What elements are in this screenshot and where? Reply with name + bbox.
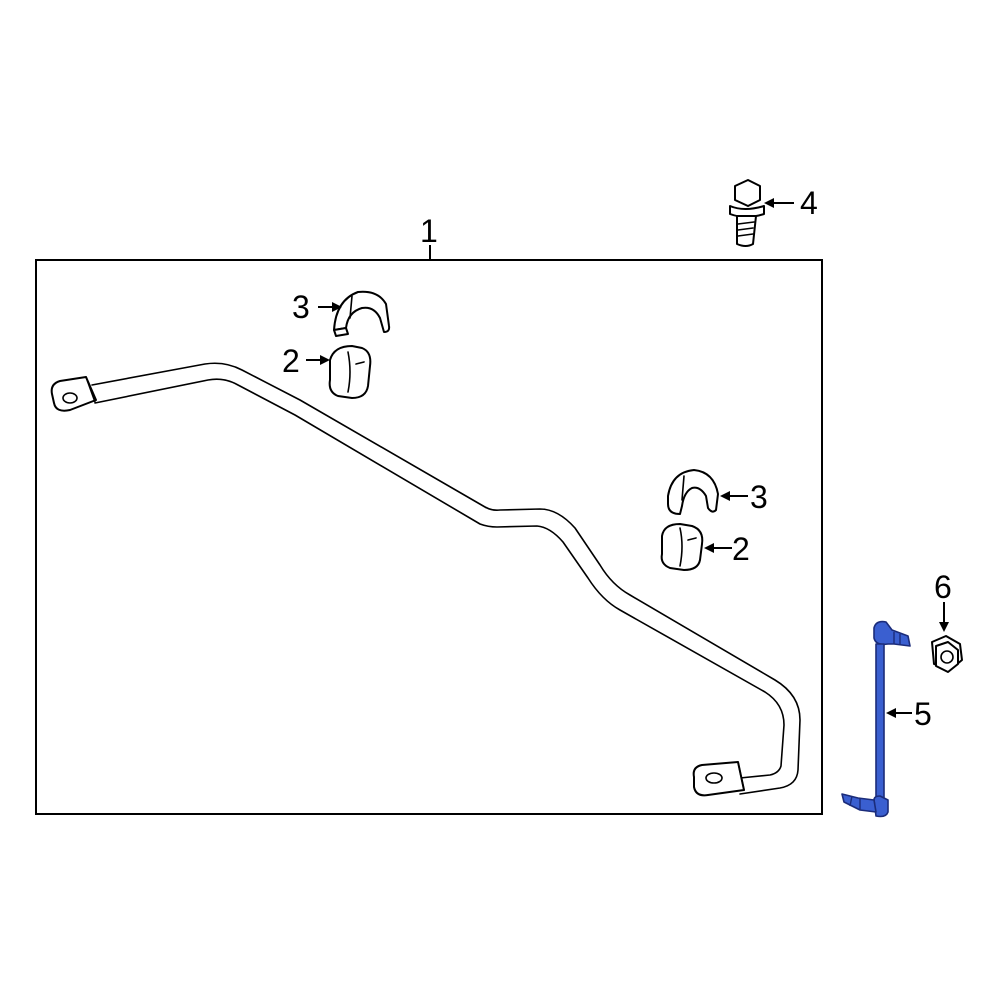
callout-2-left-label[interactable]: 2 <box>282 343 300 379</box>
bracket-left[interactable] <box>333 290 391 337</box>
callout-5 <box>886 708 912 718</box>
stabilizer-bar-frame <box>35 259 823 815</box>
callout-5-label[interactable]: 5 <box>914 696 932 732</box>
nut[interactable] <box>931 635 963 673</box>
callout-3-right <box>720 491 748 501</box>
callout-2-right <box>704 543 732 553</box>
callout-4 <box>764 198 794 208</box>
bolt[interactable] <box>729 179 765 247</box>
callout-6 <box>939 602 949 632</box>
callout-4-label[interactable]: 4 <box>800 185 818 221</box>
callout-2-right-label[interactable]: 2 <box>732 531 750 567</box>
callout-3-right-label[interactable]: 3 <box>750 479 768 515</box>
callout-2-left <box>306 355 330 365</box>
callout-3-left <box>318 302 342 312</box>
bushing-left[interactable] <box>328 345 372 399</box>
callout-6-label[interactable]: 6 <box>934 569 952 605</box>
stabilizer-link[interactable] <box>841 620 911 818</box>
bushing-right[interactable] <box>660 523 704 571</box>
bracket-right[interactable] <box>667 469 719 515</box>
stabilizer-bar[interactable] <box>50 362 801 797</box>
callout-3-left-label[interactable]: 3 <box>292 289 310 325</box>
callout-1-label[interactable]: 1 <box>420 213 438 249</box>
